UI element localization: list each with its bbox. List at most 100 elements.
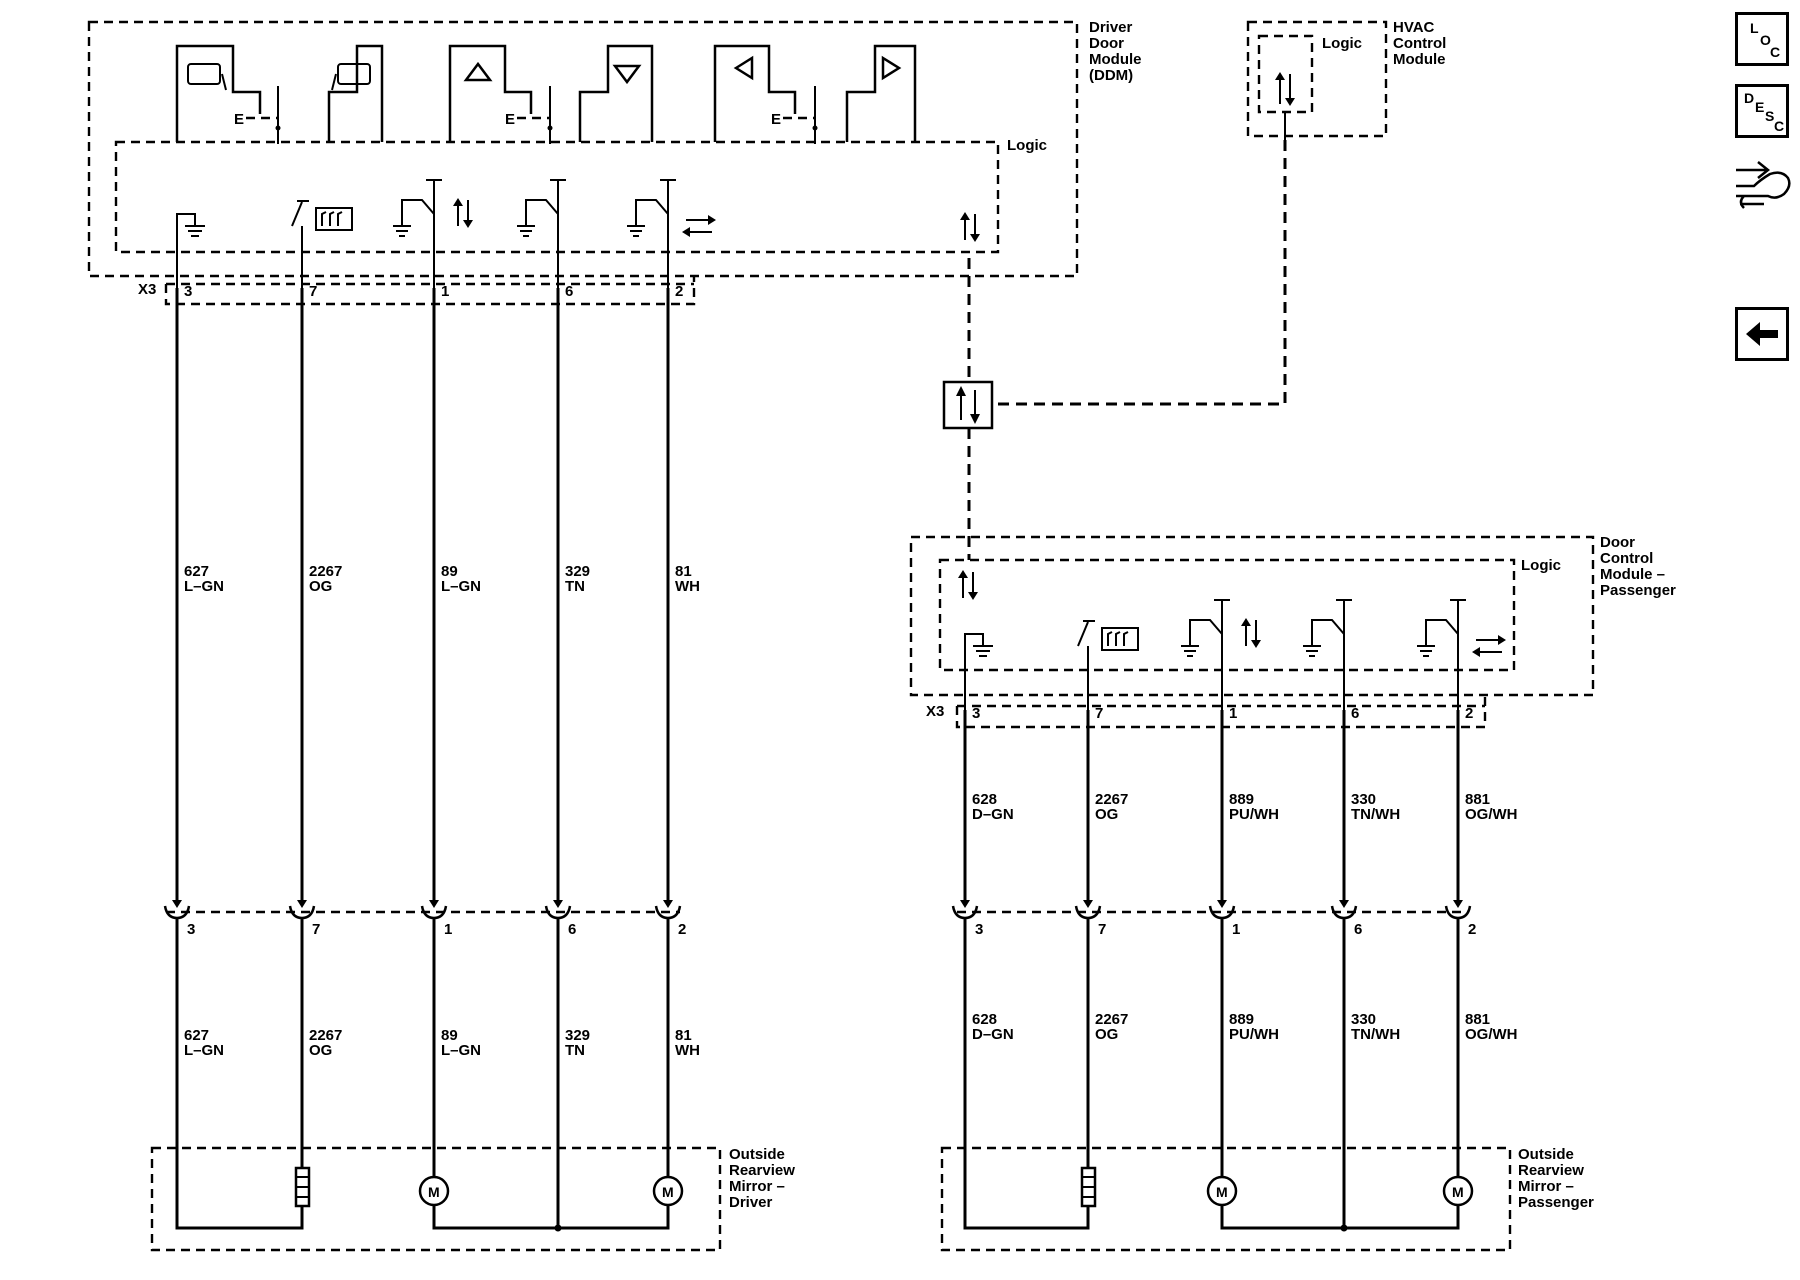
ddm-vertical-motor-output bbox=[393, 179, 473, 288]
description-button[interactable]: D E S C bbox=[1735, 84, 1789, 138]
desc-letter-c: C bbox=[1774, 118, 1785, 134]
passenger-wire-color: PU/WH bbox=[1229, 1026, 1279, 1043]
passenger-wire-color: D–GN bbox=[972, 806, 1014, 823]
driver-module-pin-7: 7 bbox=[309, 283, 317, 300]
driver-module-pin-1: 1 bbox=[441, 283, 449, 300]
driver-connector-label: X3 bbox=[138, 281, 156, 298]
passenger-inline-pin-7: 7 bbox=[1098, 921, 1106, 938]
driver-wire-color: L–GN bbox=[441, 1042, 481, 1059]
passenger-inline-pin-2: 2 bbox=[1468, 921, 1476, 938]
loc-letter-c: C bbox=[1770, 44, 1781, 60]
driver-module-pin-6: 6 bbox=[565, 283, 573, 300]
passenger-terminal-pin bbox=[1083, 900, 1093, 908]
driver-wire-color: L–GN bbox=[441, 578, 481, 595]
driver-horizontal-motor-label: M bbox=[662, 1184, 674, 1200]
ddm-common-output bbox=[517, 179, 566, 288]
mirror-driver-line-1: Outside bbox=[729, 1146, 785, 1163]
passenger-wire-color: OG bbox=[1095, 1026, 1118, 1043]
passenger-wire-color: TN/WH bbox=[1351, 1026, 1400, 1043]
passenger-circuit-number: 881 bbox=[1465, 1011, 1490, 1028]
driver-module-pin-2: 2 bbox=[675, 283, 683, 300]
driver-circuit-number: 81 bbox=[675, 563, 692, 580]
driver-circuit-number: 81 bbox=[675, 1027, 692, 1044]
driver-wire-color: TN bbox=[565, 578, 585, 595]
mirror-passenger-line-4: Passenger bbox=[1518, 1194, 1594, 1211]
hvac-label-line-2: Control bbox=[1393, 35, 1446, 52]
desc-letter-s: S bbox=[1765, 108, 1775, 124]
mirror-select-switch: E bbox=[175, 44, 384, 144]
location-button[interactable]: L O C bbox=[1735, 12, 1789, 66]
ddm-horizontal-motor-output bbox=[627, 179, 716, 288]
left-right-switch: E bbox=[713, 44, 917, 144]
driver-outside-mirror: Outside Rearview Mirror – Driver M M bbox=[150, 1090, 795, 1252]
schematic-tools-icon[interactable] bbox=[1736, 161, 1791, 209]
driver-circuit-number: 329 bbox=[565, 563, 590, 580]
mirror-passenger-line-1: Outside bbox=[1518, 1146, 1574, 1163]
driver-terminal-pin bbox=[663, 900, 673, 908]
driver-wire-color: TN bbox=[565, 1042, 585, 1059]
passenger-connector-x3: X3 bbox=[926, 697, 1487, 729]
passenger-wire-color: D–GN bbox=[972, 1026, 1014, 1043]
mirror-driver-line-4: Driver bbox=[729, 1194, 773, 1211]
driver-wire-color: WH bbox=[675, 1042, 700, 1059]
passenger-wire-color: TN/WH bbox=[1351, 806, 1400, 823]
driver-module-pin-3: 3 bbox=[184, 283, 192, 300]
driver-horizontal-motor bbox=[652, 1175, 684, 1207]
passenger-circuit-number: 2267 bbox=[1095, 791, 1128, 808]
driver-circuit-group: 33627L–GN627L–GN772267OG2267OG1189L–GN89… bbox=[163, 283, 700, 1090]
driver-inline-pin-1: 1 bbox=[444, 921, 452, 938]
passenger-circuit-number: 2267 bbox=[1095, 1011, 1128, 1028]
driver-inline-pin-7: 7 bbox=[312, 921, 320, 938]
dcm-label-line-1: Door bbox=[1600, 534, 1635, 551]
passenger-module-pin-2: 2 bbox=[1465, 705, 1473, 722]
left-right-e: E bbox=[771, 111, 781, 128]
passenger-door-control-module: Door Control Module – Passenger Logic bbox=[909, 534, 1676, 710]
passenger-circuit-number: 889 bbox=[1229, 1011, 1254, 1028]
driver-circuit-number: 627 bbox=[184, 563, 209, 580]
mirror-select-e: E bbox=[234, 111, 244, 128]
mirror-passenger-line-3: Mirror – bbox=[1518, 1178, 1574, 1195]
passenger-circuit-number: 330 bbox=[1351, 791, 1376, 808]
passenger-wire-color: OG/WH bbox=[1465, 1026, 1518, 1043]
passenger-circuit-number: 889 bbox=[1229, 791, 1254, 808]
driver-inline-pin-2: 2 bbox=[678, 921, 686, 938]
loc-letter-o: O bbox=[1760, 32, 1771, 48]
passenger-circuit-group: 33628D–GN628D–GN772267OG2267OG11889PU/WH… bbox=[951, 705, 1518, 1090]
ddm-label-line-3: Module bbox=[1089, 51, 1142, 68]
driver-circuit-number: 89 bbox=[441, 563, 458, 580]
back-arrow-button[interactable] bbox=[1735, 307, 1789, 361]
driver-wire-color: L–GN bbox=[184, 578, 224, 595]
ddm-label-line-1: Driver bbox=[1089, 19, 1133, 36]
hvac-logic-label: Logic bbox=[1322, 35, 1362, 52]
passenger-terminal-pin bbox=[1217, 900, 1227, 908]
driver-inline-pin-6: 6 bbox=[568, 921, 576, 938]
passenger-wire-color: PU/WH bbox=[1229, 806, 1279, 823]
driver-wire-color: L–GN bbox=[184, 1042, 224, 1059]
passenger-wire-color: OG/WH bbox=[1465, 806, 1518, 823]
driver-terminal-pin bbox=[553, 900, 563, 908]
driver-wire-color: OG bbox=[309, 1042, 332, 1059]
passenger-horizontal-motor bbox=[1442, 1175, 1474, 1207]
hvac-label-line-3: Module bbox=[1393, 51, 1446, 68]
ddm-label-line-4: (DDM) bbox=[1089, 67, 1133, 84]
driver-vertical-motor-label: M bbox=[428, 1184, 440, 1200]
driver-wire-color: WH bbox=[675, 578, 700, 595]
ddm-label-line-2: Door bbox=[1089, 35, 1124, 52]
dcm-ground-output bbox=[964, 633, 993, 710]
passenger-wire-color: OG bbox=[1095, 806, 1118, 823]
dcm-heater-output bbox=[1077, 620, 1139, 710]
passenger-inline-pin-6: 6 bbox=[1354, 921, 1362, 938]
passenger-module-pin-6: 6 bbox=[1351, 705, 1359, 722]
dcm-logic-label: Logic bbox=[1521, 557, 1561, 574]
passenger-inline-pin-1: 1 bbox=[1232, 921, 1240, 938]
driver-terminal-pin bbox=[429, 900, 439, 908]
dcm-label-line-2: Control bbox=[1600, 550, 1653, 567]
mirror-driver-line-2: Rearview bbox=[729, 1162, 795, 1179]
